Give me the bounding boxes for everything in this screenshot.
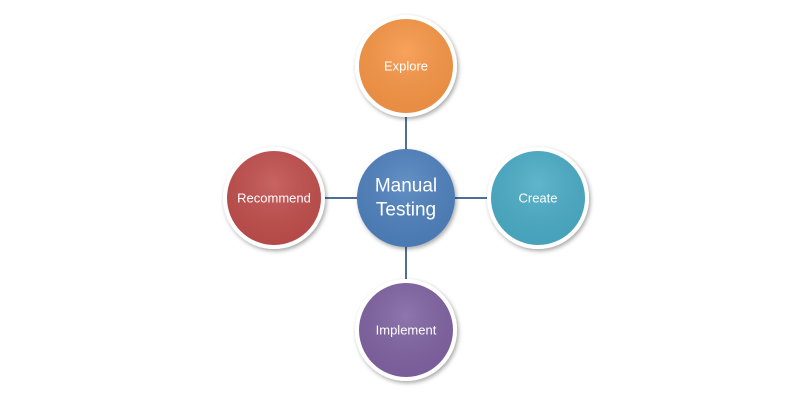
node-implement-shine — [359, 283, 453, 377]
node-center-shine — [357, 149, 455, 247]
node-explore-shine — [359, 19, 453, 113]
node-recommend-label: Recommend — [237, 191, 311, 206]
node-center-label-line1: Manual — [375, 176, 437, 197]
node-recommend-shine — [227, 151, 321, 245]
node-create-label: Create — [518, 191, 557, 206]
node-explore-label: Explore — [384, 59, 428, 74]
node-center-label-line2: Testing — [376, 200, 436, 221]
node-implement-label: Implement — [376, 323, 437, 338]
node-create-shine — [491, 151, 585, 245]
